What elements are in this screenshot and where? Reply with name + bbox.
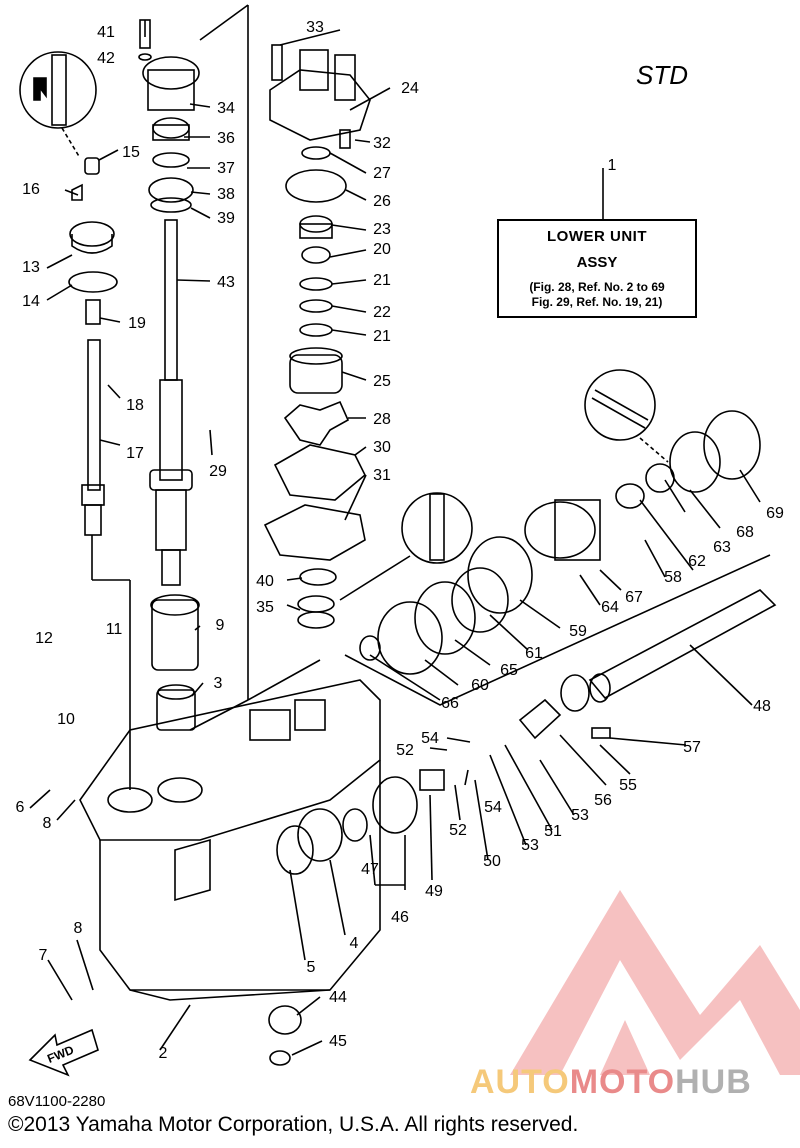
callout-43: 43 xyxy=(217,274,235,291)
lower-unit-housing xyxy=(79,679,381,1001)
callout-65: 65 xyxy=(500,662,518,679)
callout-1: 1 xyxy=(608,157,617,174)
callout-8a: 8 xyxy=(74,920,83,937)
callout-3: 3 xyxy=(214,675,223,692)
callout-47: 47 xyxy=(361,861,379,878)
callout-40: 40 xyxy=(256,573,274,590)
callout-46: 46 xyxy=(391,909,409,926)
callout-22: 22 xyxy=(373,304,391,321)
callout-55: 55 xyxy=(619,777,637,794)
callout-53a: 53 xyxy=(571,807,589,824)
callout-15: 15 xyxy=(122,144,140,161)
callout-37: 37 xyxy=(217,160,235,177)
locking-c-inset xyxy=(401,492,473,564)
callout-51: 51 xyxy=(544,823,562,840)
callout-63: 63 xyxy=(713,539,731,556)
callout-49: 49 xyxy=(425,883,443,900)
callout-27: 27 xyxy=(373,165,391,182)
std-label: STD xyxy=(636,60,688,90)
shift-rod-assembly xyxy=(61,127,131,790)
callout-57: 57 xyxy=(683,739,701,756)
callout-8b: 8 xyxy=(43,815,52,832)
grease-m-inset xyxy=(19,51,97,129)
water-pump-assembly xyxy=(263,44,371,629)
callout-54b: 54 xyxy=(484,799,502,816)
watermark-part3: HUB xyxy=(675,1063,752,1101)
callout-24: 24 xyxy=(401,80,419,97)
callout-68: 68 xyxy=(736,524,754,541)
callout-38: 38 xyxy=(217,186,235,203)
callout-2: 2 xyxy=(159,1045,168,1062)
drive-shaft xyxy=(138,19,200,586)
callout-48: 48 xyxy=(753,698,771,715)
callout-14: 14 xyxy=(22,293,40,310)
callout-23: 23 xyxy=(373,221,391,238)
callout-34: 34 xyxy=(217,100,235,117)
callout-52b: 52 xyxy=(449,822,467,839)
callout-44: 44 xyxy=(329,989,347,1006)
assy-reference-line2: Fig. 29, Ref. No. 19, 21) xyxy=(531,295,663,309)
callout-16: 16 xyxy=(22,181,40,198)
callout-62: 62 xyxy=(688,553,706,570)
callout-56: 56 xyxy=(594,792,612,809)
propeller-shaft-assembly xyxy=(268,410,777,1066)
callout-31: 31 xyxy=(373,467,391,484)
callout-66: 66 xyxy=(441,695,459,712)
callout-61: 61 xyxy=(525,645,543,662)
callout-4: 4 xyxy=(350,935,359,952)
callout-32: 32 xyxy=(373,135,391,152)
callout-69: 69 xyxy=(766,505,784,522)
callout-10: 10 xyxy=(57,711,75,728)
callout-59: 59 xyxy=(569,623,587,640)
callout-53b: 53 xyxy=(521,837,539,854)
callout-35: 35 xyxy=(256,599,274,616)
callout-42: 42 xyxy=(97,50,115,67)
callout-50: 50 xyxy=(483,853,501,870)
callout-28: 28 xyxy=(373,411,391,428)
callout-67: 67 xyxy=(625,589,643,606)
callout-25: 25 xyxy=(373,373,391,390)
callout-19: 19 xyxy=(128,315,146,332)
fwd-label: FWD xyxy=(45,1043,76,1066)
callout-11: 11 xyxy=(106,621,123,638)
assy-subtitle: ASSY xyxy=(576,254,618,271)
callout-36: 36 xyxy=(217,130,235,147)
callout-7: 7 xyxy=(39,947,48,964)
diagram-code: 68V1100-2280 xyxy=(8,1093,106,1110)
callout-20: 20 xyxy=(373,241,391,258)
callout-17: 17 xyxy=(126,445,144,462)
callout-33: 33 xyxy=(306,19,324,36)
copyright-notice: ©2013 Yamaha Motor Corporation, U.S.A. A… xyxy=(8,1113,579,1136)
callout-52a: 52 xyxy=(396,742,414,759)
watermark-text: AUTOMOTOHUB xyxy=(470,1063,752,1102)
callout-29: 29 xyxy=(209,463,227,480)
grease-e-inset xyxy=(584,369,656,441)
watermark-part2: MOTO xyxy=(569,1063,676,1101)
assy-title: LOWER UNIT xyxy=(547,228,647,245)
callout-21a: 21 xyxy=(373,272,391,289)
callout-18: 18 xyxy=(126,397,144,414)
callout-58: 58 xyxy=(664,569,682,586)
callout-54a: 54 xyxy=(421,730,439,747)
callout-13: 13 xyxy=(22,259,40,276)
callout-21b: 21 xyxy=(373,328,391,345)
callout-41: 41 xyxy=(97,24,115,41)
callout-64: 64 xyxy=(601,599,619,616)
fwd-arrow-icon xyxy=(28,1028,99,1077)
callout-6: 6 xyxy=(16,799,25,816)
callout-9: 9 xyxy=(216,617,225,634)
callout-39: 39 xyxy=(217,210,235,227)
lower-unit-assy-box: LOWER UNIT ASSY (Fig. 28, Ref. No. 2 to … xyxy=(497,219,697,318)
assy-reference-line1: (Fig. 28, Ref. No. 2 to 69 xyxy=(529,280,665,294)
callout-5: 5 xyxy=(307,959,316,976)
callout-26: 26 xyxy=(373,193,391,210)
callout-12: 12 xyxy=(35,630,53,647)
callout-45: 45 xyxy=(329,1033,347,1050)
callout-60: 60 xyxy=(471,677,489,694)
watermark-logo xyxy=(510,890,800,1075)
callout-30: 30 xyxy=(373,439,391,456)
watermark-part1: AUTO xyxy=(470,1063,570,1101)
assy-reference: (Fig. 28, Ref. No. 2 to 69 Fig. 29, Ref.… xyxy=(499,280,695,310)
